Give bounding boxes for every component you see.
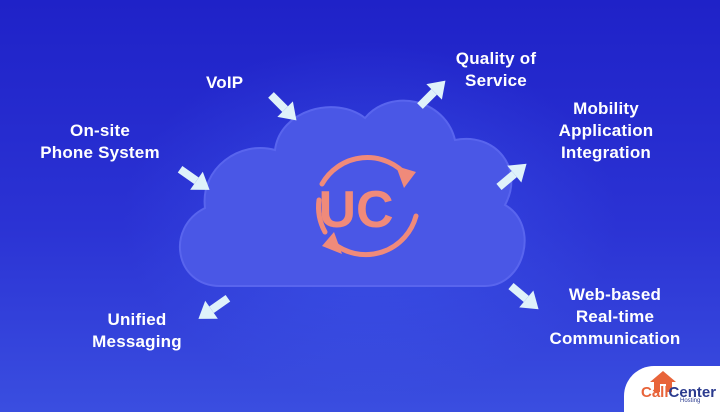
- label-mobility-line2: Application: [558, 121, 654, 140]
- label-messaging-line1: Unified: [107, 310, 167, 329]
- arrow-messaging: [198, 294, 231, 319]
- arrow-mobility: [496, 163, 527, 190]
- uc-text: UC: [318, 181, 393, 239]
- label-onsite-phone-system: On-site Phone System: [30, 120, 170, 164]
- label-web-line1: Web-based: [568, 285, 662, 304]
- logo-center-text: Center: [668, 384, 717, 401]
- arrow-web: [508, 283, 539, 310]
- label-quality-of-service: Quality of Service: [446, 48, 546, 92]
- arrow-quality: [417, 80, 446, 109]
- label-onsite-line2: Phone System: [40, 143, 160, 162]
- arrow-voip: [268, 92, 297, 121]
- label-mobility-line1: Mobility: [573, 99, 639, 118]
- label-web-line2: Real-time: [575, 307, 655, 326]
- label-mobility-integration: Mobility Application Integration: [550, 98, 662, 164]
- arrows: [177, 80, 539, 319]
- logo-wordmark: CallCenter: [641, 384, 716, 401]
- label-web-line3: Communication: [549, 329, 681, 348]
- label-web-based-communication: Web-based Real-time Communication: [536, 284, 694, 350]
- label-voip: VoIP: [206, 72, 243, 94]
- label-messaging-line2: Messaging: [92, 332, 182, 351]
- arrow-onsite: [177, 165, 210, 190]
- logo-call-text: Call: [641, 384, 669, 401]
- cloud-shape: [179, 99, 526, 287]
- label-quality-line1: Quality of: [455, 49, 537, 68]
- label-mobility-line3: Integration: [560, 143, 652, 162]
- label-voip-text: VoIP: [206, 73, 244, 92]
- label-onsite-line1: On-site: [70, 121, 130, 140]
- label-unified-messaging: Unified Messaging: [82, 309, 192, 353]
- uc-arrowheads: [322, 166, 416, 254]
- label-quality-line2: Service: [465, 71, 527, 90]
- logo-hosting-text: Hosting: [680, 398, 701, 404]
